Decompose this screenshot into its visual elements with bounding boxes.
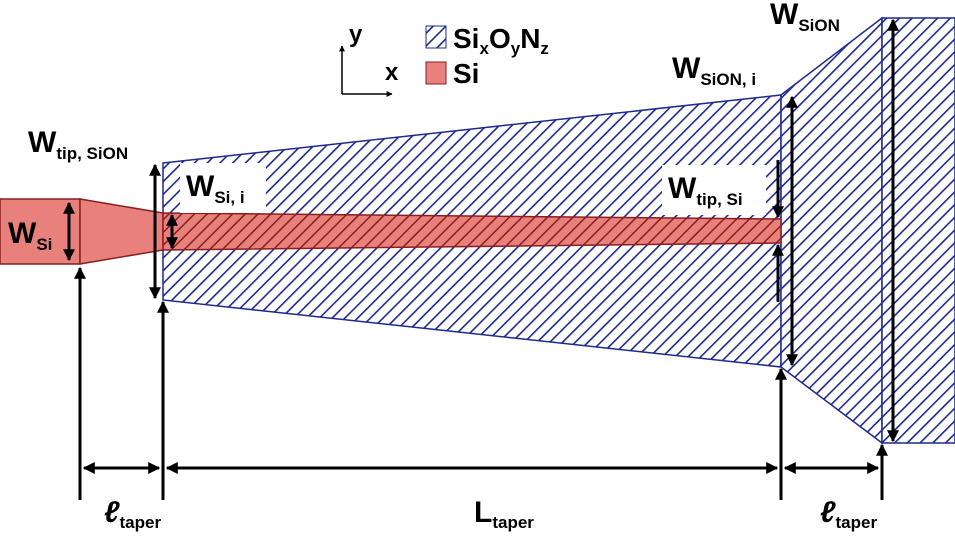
w-sion-label: WSiON	[770, 0, 840, 35]
l-taper-right-label: ℓtaper	[820, 496, 877, 532]
si-inverse-taper	[162, 212, 782, 251]
w-si-i-label-bg	[180, 163, 266, 213]
w-tip-si-label: Wtip, Si	[668, 172, 743, 209]
y-axis-label: y	[349, 21, 363, 48]
L-taper-label: Ltaper	[474, 496, 534, 532]
coordinate-axes: y x	[339, 21, 399, 97]
w-sion-i-label: WSiON, i	[672, 52, 756, 89]
w-tip-sion-label: Wtip, SiON	[28, 126, 128, 163]
w-si-label: WSi	[8, 217, 52, 254]
l-taper-left-label: ℓtaper	[104, 496, 161, 532]
si-legend-label: Si	[453, 58, 479, 89]
w-si-i-label: WSi, i	[186, 170, 245, 207]
w-tip-si-label-bg	[662, 165, 766, 215]
sion-legend-swatch	[425, 25, 447, 49]
sion-legend-label: SixOyNz	[453, 23, 549, 58]
sion-output-taper	[780, 16, 883, 445]
si-input-taper	[79, 198, 164, 265]
legend: SixOyNz Si	[425, 23, 549, 89]
si-legend-swatch	[425, 61, 447, 85]
x-axis-label: x	[385, 59, 399, 86]
